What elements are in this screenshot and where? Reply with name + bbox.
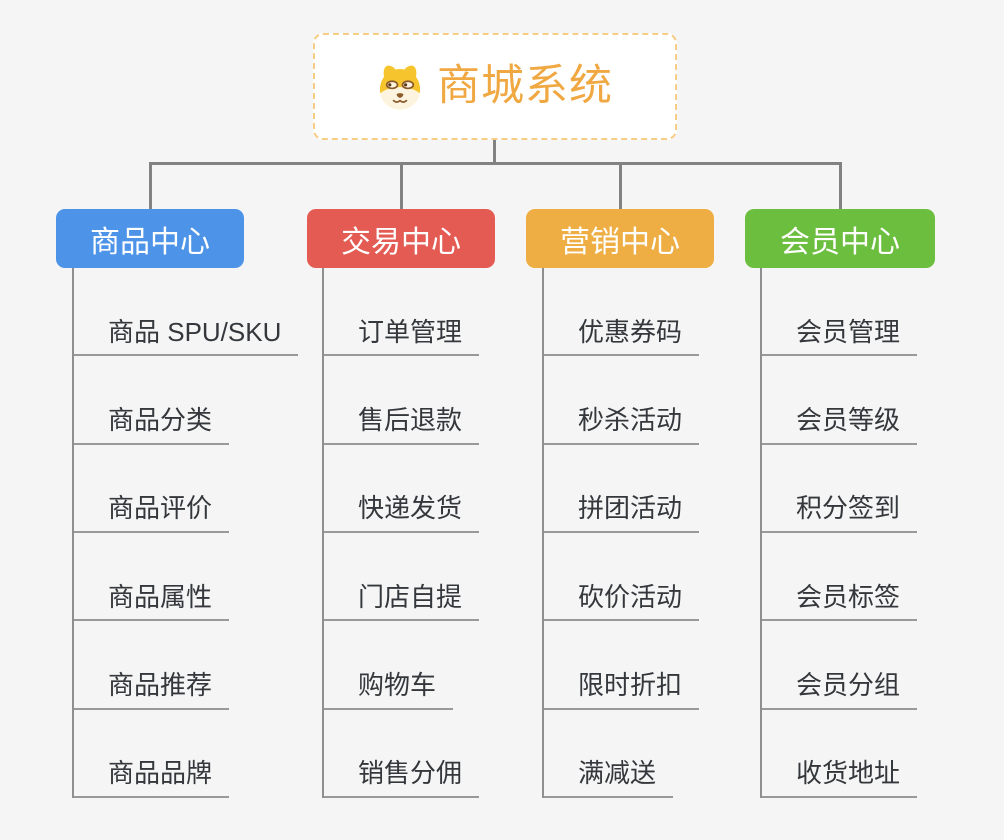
leaf-node: 优惠券码	[544, 268, 700, 357]
leaf-node: 订单管理	[324, 268, 480, 357]
leaf-node: 会员管理	[762, 268, 918, 357]
leaf-node-label[interactable]: 满减送	[544, 759, 674, 798]
leaf-node: 秒杀活动	[544, 356, 700, 445]
leaf-node: 商品属性	[74, 533, 298, 622]
leaf-node: 商品 SPU/SKU	[74, 268, 299, 357]
leaf-node: 商品推荐	[74, 621, 298, 710]
leaf-node: 门店自提	[324, 533, 480, 622]
leaf-node-label[interactable]: 商品品牌	[74, 759, 230, 798]
leaf-node: 积分签到	[762, 445, 918, 533]
leaf-node-label[interactable]: 订单管理	[324, 318, 480, 357]
leaf-node-label[interactable]: 商品 SPU/SKU	[74, 318, 299, 357]
branch-drop-connector	[400, 162, 403, 210]
leaf-node: 销售分佣	[324, 710, 480, 798]
leaf-node-label[interactable]: 会员等级	[762, 406, 918, 445]
branch-drop-connector	[839, 162, 842, 210]
leaf-node-label[interactable]: 拼团活动	[544, 494, 700, 533]
leaf-node-label[interactable]: 快递发货	[324, 494, 480, 533]
branch-column-marketing: 优惠券码 秒杀活动 拼团活动 砍价活动 限时折扣 满减送	[542, 268, 700, 798]
leaf-node-label[interactable]: 会员标签	[762, 583, 918, 622]
leaf-node: 会员等级	[762, 356, 918, 445]
leaf-node-label[interactable]: 门店自提	[324, 583, 480, 622]
leaf-node: 商品分类	[74, 356, 298, 445]
leaf-node: 会员分组	[762, 621, 918, 710]
dog-face-icon	[379, 64, 421, 109]
leaf-node-label[interactable]: 商品评价	[74, 494, 230, 533]
branch-drop-connector	[149, 162, 152, 210]
branch-label: 营销中心	[560, 225, 680, 259]
branch-label: 商品中心	[90, 225, 210, 259]
leaf-node: 满减送	[544, 710, 699, 798]
branch-column-member: 会员管理 会员等级 积分签到 会员标签 会员分组 收货地址	[760, 268, 918, 798]
leaf-node-label[interactable]: 优惠券码	[544, 318, 700, 357]
leaf-node: 购物车	[324, 621, 479, 710]
branch-label: 会员中心	[780, 225, 900, 259]
leaf-node: 售后退款	[324, 356, 480, 445]
branch-column-trade: 订单管理 售后退款 快递发货 门店自提 购物车 销售分佣	[322, 268, 480, 798]
leaf-node-label[interactable]: 限时折扣	[544, 671, 700, 710]
branch-drop-connector	[619, 162, 622, 210]
root-node-title: 商城系统	[437, 62, 613, 110]
leaf-node-label[interactable]: 砍价活动	[544, 583, 700, 622]
branch-label: 交易中心	[341, 225, 461, 259]
leaf-node-label[interactable]: 会员分组	[762, 671, 918, 710]
leaf-node: 拼团活动	[544, 445, 700, 533]
leaf-node-label[interactable]: 售后退款	[324, 406, 480, 445]
branch-node-marketing-center[interactable]: 营销中心	[526, 209, 714, 268]
leaf-node-label[interactable]: 秒杀活动	[544, 406, 700, 445]
leaf-node-label[interactable]: 商品属性	[74, 583, 230, 622]
leaf-node-label[interactable]: 积分签到	[762, 494, 918, 533]
branch-node-trade-center[interactable]: 交易中心	[307, 209, 495, 268]
leaf-node: 砍价活动	[544, 533, 700, 622]
leaf-node: 快递发货	[324, 445, 480, 533]
leaf-node-label[interactable]: 销售分佣	[324, 759, 480, 798]
leaf-node: 收货地址	[762, 710, 918, 798]
leaf-node: 商品评价	[74, 445, 298, 533]
root-node[interactable]: 商城系统	[313, 33, 677, 140]
branch-node-member-center[interactable]: 会员中心	[745, 209, 935, 268]
branch-rail-connector	[149, 162, 842, 165]
leaf-node: 商品品牌	[74, 710, 298, 798]
branch-node-product-center[interactable]: 商品中心	[56, 209, 244, 268]
leaf-node-label[interactable]: 会员管理	[762, 318, 918, 357]
leaf-node-label[interactable]: 收货地址	[762, 759, 918, 798]
root-stem-connector	[493, 140, 496, 165]
leaf-node-label[interactable]: 购物车	[324, 671, 454, 710]
leaf-node: 会员标签	[762, 533, 918, 622]
branch-column-product: 商品 SPU/SKU 商品分类 商品评价 商品属性 商品推荐 商品品牌	[72, 268, 299, 798]
leaf-node-label[interactable]: 商品推荐	[74, 671, 230, 710]
leaf-node: 限时折扣	[544, 621, 700, 710]
leaf-node-label[interactable]: 商品分类	[74, 406, 230, 445]
